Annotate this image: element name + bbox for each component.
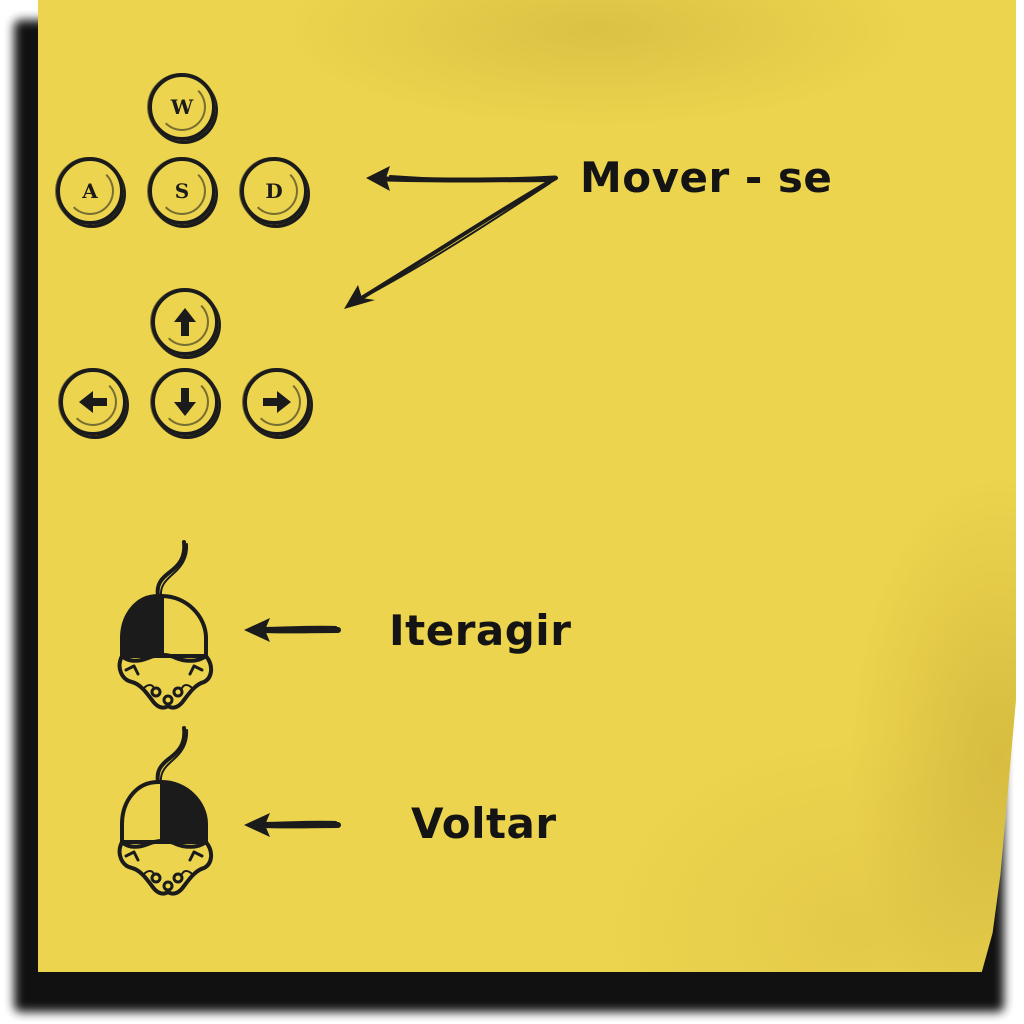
arrow-left-key-icon: [59, 368, 127, 436]
arrow-up-key-icon: [151, 288, 219, 356]
interact-label: Iteragir: [389, 606, 572, 655]
s-key-icon: S: [148, 157, 216, 225]
back-pointer-arrow: [244, 813, 341, 837]
d-key-icon: D: [240, 157, 308, 225]
w-key-icon: W: [148, 73, 216, 141]
move-label: Mover - se: [580, 153, 833, 202]
arrow-right-key-icon: [243, 368, 311, 436]
mouse-right-click-icon: [117, 726, 213, 896]
mouse-left-click-icon: [117, 540, 213, 710]
move-arrowhead-top: [366, 166, 390, 191]
move-arrowhead-bottom: [344, 285, 375, 309]
a-key-icon: A: [56, 157, 124, 225]
move-pointer-arrows: [353, 175, 558, 304]
interact-pointer-arrow: [244, 618, 341, 642]
arrow-down-key-icon: [151, 368, 219, 436]
back-label: Voltar: [411, 799, 557, 848]
